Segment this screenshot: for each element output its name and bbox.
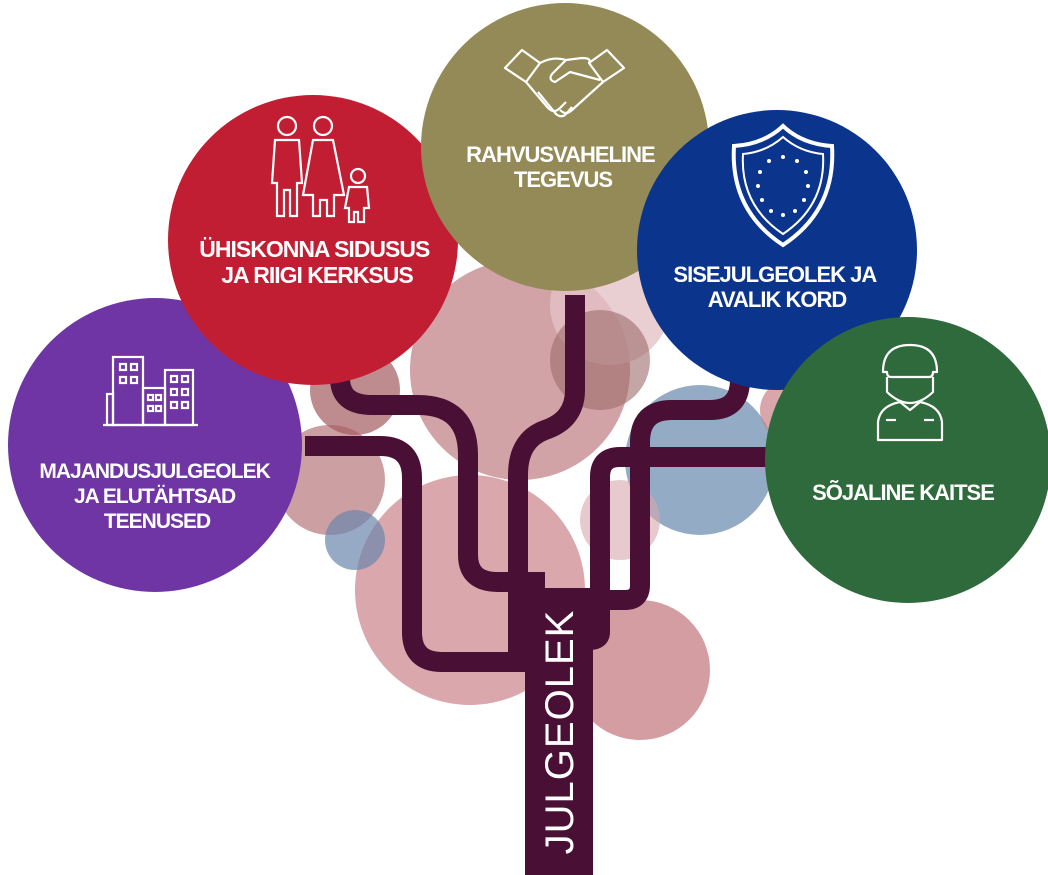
node-label: MAJANDUSJULGEOLEK JA ELUTÄHTSAD TEENUSED <box>39 460 274 533</box>
node-economic: MAJANDUSJULGEOLEK JA ELUTÄHTSAD TEENUSED <box>8 298 302 592</box>
node-circle <box>421 3 709 291</box>
node-military: SÕJALINE KAITSE <box>765 317 1048 603</box>
node-label: SISEJULGEOLEK JA AVALIK KORD <box>673 262 880 312</box>
branches <box>305 295 775 672</box>
node-international: RAHVUSVAHELINE TEGEVUS <box>421 3 709 291</box>
trunk-label: JULGEOLEK <box>538 610 582 855</box>
buildings-icon <box>103 355 198 427</box>
node-cohesion: ÜHISKONNA SIDUSUS JA RIIGI KERKSUS <box>168 95 458 385</box>
node-circle <box>168 95 458 385</box>
node-circle <box>8 298 302 592</box>
soldier-icon <box>876 343 944 442</box>
branch-cohesion <box>330 377 545 592</box>
branch-internal <box>590 379 750 610</box>
branch-international <box>508 295 585 660</box>
node-internal: SISEJULGEOLEK JA AVALIK KORD <box>637 110 917 390</box>
node-label: ÜHISKONNA SIDUSUS JA RIIGI KERKSUS <box>199 236 434 288</box>
bubble <box>325 510 385 570</box>
node-circle <box>637 110 917 390</box>
shield-icon <box>731 123 835 248</box>
branch-military <box>575 447 775 650</box>
node-label: RAHVUSVAHELINE TEGEVUS <box>466 142 660 192</box>
branch-economic <box>305 436 540 672</box>
trunk <box>525 588 593 875</box>
node-circle <box>765 317 1048 603</box>
family-icon <box>270 115 371 224</box>
handshake-icon <box>503 48 626 118</box>
node-label: SÕJALINE KAITSE <box>812 480 994 505</box>
